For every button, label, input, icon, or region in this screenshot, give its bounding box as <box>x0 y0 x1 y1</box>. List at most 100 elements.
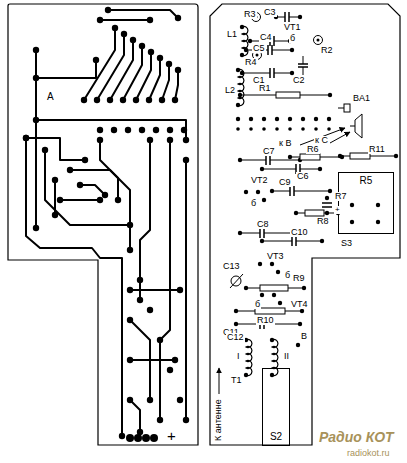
copper-trace <box>80 185 105 195</box>
pad <box>238 93 242 97</box>
pad <box>270 373 274 377</box>
part-label: C8 <box>256 220 270 229</box>
wire <box>303 56 304 64</box>
pad <box>327 117 331 121</box>
solder-pad <box>167 137 173 143</box>
solder-pad <box>67 167 73 173</box>
pad <box>236 117 240 121</box>
pad <box>262 117 266 121</box>
wire <box>370 156 396 157</box>
part-label: к В <box>278 139 292 148</box>
pad <box>272 293 276 297</box>
board-outline-copper <box>8 4 198 445</box>
pad <box>256 54 259 57</box>
pad <box>275 117 279 121</box>
copper-trace <box>108 10 178 18</box>
pad <box>376 220 380 224</box>
solder-pad <box>57 197 63 203</box>
part-label: VT2 <box>250 176 269 185</box>
copper-trace <box>130 400 140 432</box>
pad <box>240 25 244 29</box>
watermark: Радио КОТ <box>318 430 395 444</box>
part-label: C12 <box>226 333 245 342</box>
pad <box>236 68 240 72</box>
part-label: L2 <box>224 86 236 95</box>
solder-pad <box>157 55 163 61</box>
pad <box>238 158 242 162</box>
solder-pad <box>33 117 39 123</box>
pad <box>294 211 298 215</box>
part-label: В <box>300 332 308 341</box>
part-label: R5 <box>359 176 374 186</box>
wire <box>240 233 260 234</box>
pad <box>376 203 380 207</box>
part-label: VT4 <box>290 300 309 309</box>
part-label: б <box>284 271 291 280</box>
wire <box>259 228 261 238</box>
part-label: к С <box>314 136 329 145</box>
pad <box>249 127 253 131</box>
part-label: C2 <box>292 76 306 85</box>
wire <box>270 160 300 161</box>
part-label: б <box>289 34 296 43</box>
part-label: C10 <box>290 228 309 237</box>
part-label: R9 <box>292 274 306 283</box>
copper-trace <box>26 138 85 160</box>
solder-pad <box>77 182 83 188</box>
part-label: R2 <box>320 46 334 55</box>
wire-note: К антенне <box>214 398 223 442</box>
part-label: R3 <box>243 10 257 19</box>
part-label: + <box>334 206 341 214</box>
copper-trace <box>175 70 178 100</box>
solder-pad <box>166 61 172 67</box>
solder-pad <box>42 147 48 153</box>
component-outline: R5 <box>338 172 394 234</box>
wire <box>289 186 291 196</box>
solder-pad <box>23 135 29 141</box>
pad <box>244 48 248 52</box>
solder-pad <box>107 97 113 103</box>
wire <box>300 95 330 96</box>
copper-trace <box>84 28 115 100</box>
pad <box>298 15 302 19</box>
solder-pad <box>127 357 133 363</box>
wire <box>288 12 290 22</box>
solder-pad <box>127 222 133 228</box>
wire <box>285 311 302 312</box>
pad <box>244 373 248 377</box>
wire <box>288 288 304 289</box>
part-label: C4 <box>259 33 273 42</box>
solder-pad <box>183 417 189 423</box>
solder-pad <box>167 367 173 373</box>
part-label: C5 <box>252 44 266 53</box>
solder-pad <box>137 297 143 303</box>
wire <box>262 241 292 242</box>
solder-pad <box>52 177 58 183</box>
wire <box>272 191 290 192</box>
solder-pad <box>81 97 87 103</box>
solder-pad <box>137 277 143 283</box>
solder-pad <box>167 127 173 133</box>
connector-pad <box>142 434 150 442</box>
solder-pad <box>97 17 103 23</box>
solder-pad <box>127 317 133 323</box>
part-label: II <box>283 352 290 361</box>
wire <box>330 132 350 143</box>
wire <box>338 108 344 109</box>
solder-pad <box>157 417 163 423</box>
wire <box>267 45 269 55</box>
copper-trace <box>162 64 169 100</box>
speaker-symbol <box>350 114 362 138</box>
pad <box>290 48 294 52</box>
pad <box>300 309 304 313</box>
solder-pad <box>97 137 103 143</box>
pad <box>301 127 305 131</box>
solder-pad <box>172 357 178 363</box>
wire <box>230 274 243 288</box>
solder-pad <box>139 43 145 49</box>
solder-pad <box>147 397 153 403</box>
part-label: C9 <box>278 178 292 187</box>
pad <box>262 127 266 131</box>
pad <box>296 343 300 347</box>
